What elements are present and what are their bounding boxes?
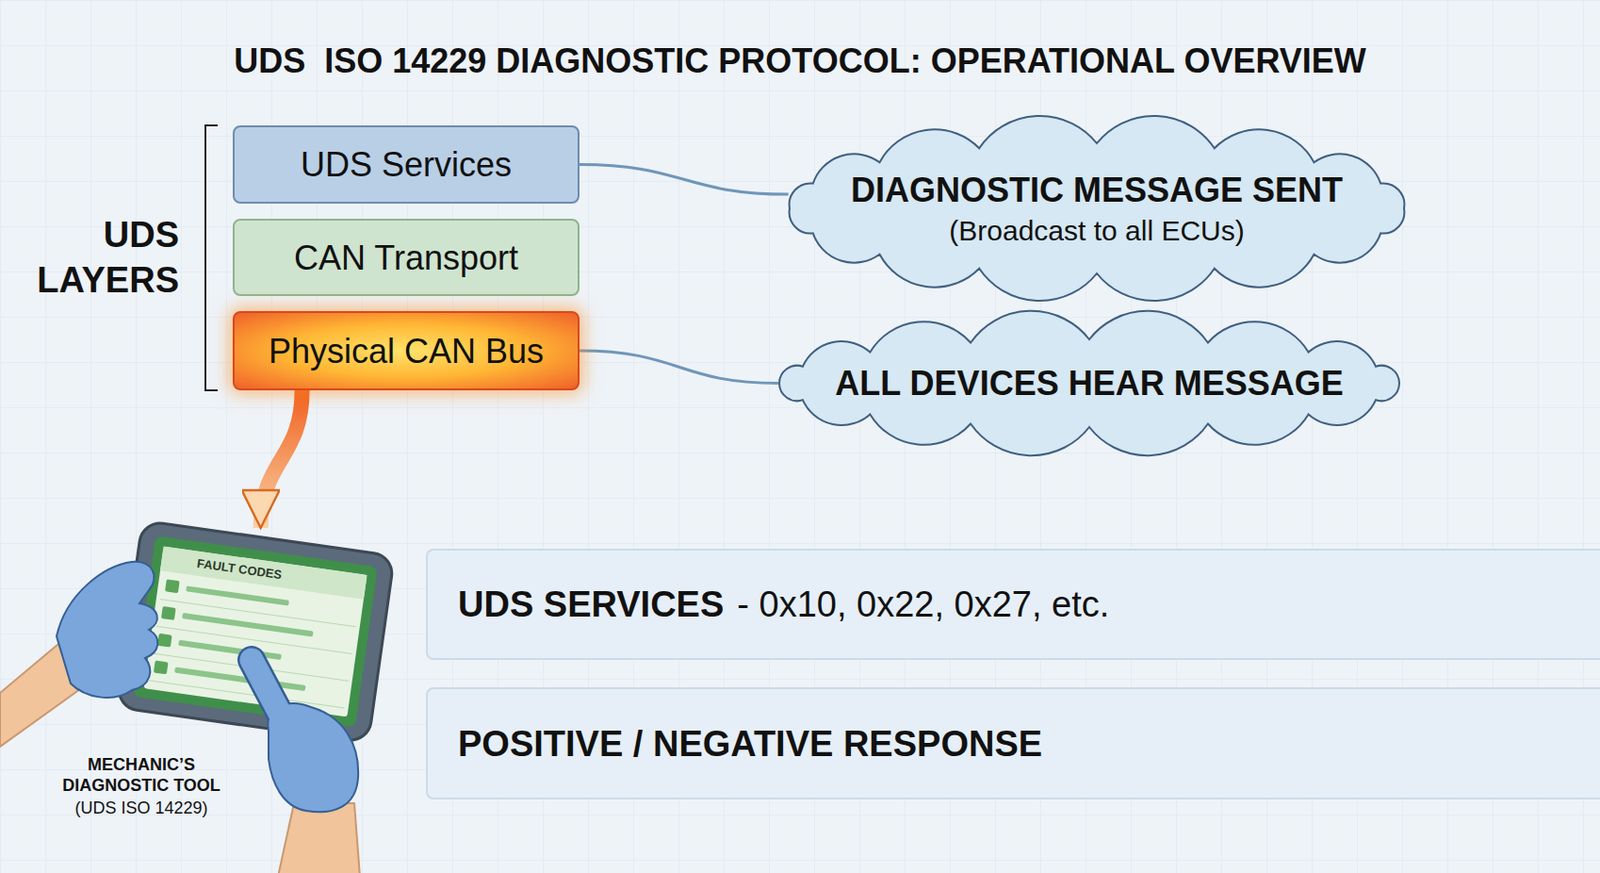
diagnostic-tablet: FAULT CODESMECHANIC’S DIAGNOSTIC TOOL(UD… (122, 527, 389, 735)
node-heading: POSITIVE / NEGATIVE RESPONSE (457, 721, 1043, 766)
tablet-bezel (132, 535, 378, 727)
node-text: - 0x10, 0x22, 0x27, etc. (736, 582, 1110, 626)
node-heading: ALL DEVICES HEAR MESSAGE (834, 362, 1343, 404)
section-divider (0, 489, 1600, 491)
node-heading: CAN Transport (293, 237, 519, 278)
diagram-title: UDS ISO 14229 DIAGNOSTIC PROTOCOL: OPERA… (0, 40, 1600, 82)
node-text: (Broadcast to all ECUs) (948, 213, 1244, 248)
node-heading: UDS Services (300, 144, 512, 185)
screen-row-bar (174, 667, 306, 691)
callout-tail (579, 350, 779, 384)
layer-box: CAN Transport (232, 218, 580, 296)
screen-icon (164, 578, 180, 593)
node-heading: Physical CAN Bus (268, 330, 544, 372)
tablet-frame (115, 520, 394, 743)
node-heading: UDS SERVICES (457, 582, 724, 626)
screen-row-line (148, 680, 345, 708)
glove-hand (56, 561, 158, 698)
node-text: MECHANIC’S DIAGNOSTIC TOOL (42, 753, 241, 796)
node-heading: DIAGNOSTIC MESSAGE SENT (850, 169, 1343, 211)
callout-cloud: DIAGNOSTIC MESSAGE SENT(Broadcast to all… (765, 120, 1429, 296)
screen-row-line (160, 599, 357, 627)
arm (277, 802, 360, 873)
callout-cloud: ALL DEVICES HEAR MESSAGE (754, 316, 1424, 450)
layer-bracket (205, 125, 218, 391)
layer-box-highlighted: Physical CAN Bus (232, 310, 580, 391)
screen-row-bar (181, 612, 313, 637)
screen-row-bar (178, 639, 282, 660)
group-label: UDS LAYERS (18, 212, 180, 303)
screen-icon (157, 633, 173, 648)
info-panel: POSITIVE / NEGATIVE RESPONSE (425, 686, 1600, 800)
tablet-body (115, 520, 394, 743)
cloud-shape (779, 310, 1400, 456)
screen-icon (153, 660, 169, 675)
tablet-illustration (122, 527, 389, 735)
glove-finger (251, 659, 294, 740)
screen-icon (161, 605, 177, 621)
screen-row-bar (185, 585, 290, 605)
callout-tail (579, 164, 789, 196)
cloud-shape (789, 115, 1405, 301)
node-text: (UDS ISO 14229) (42, 797, 241, 818)
layer-box: UDS Services (232, 125, 580, 204)
info-panel: UDS SERVICES - 0x10, 0x22, 0x27, etc. (425, 548, 1600, 660)
flow-arrow (261, 390, 303, 528)
